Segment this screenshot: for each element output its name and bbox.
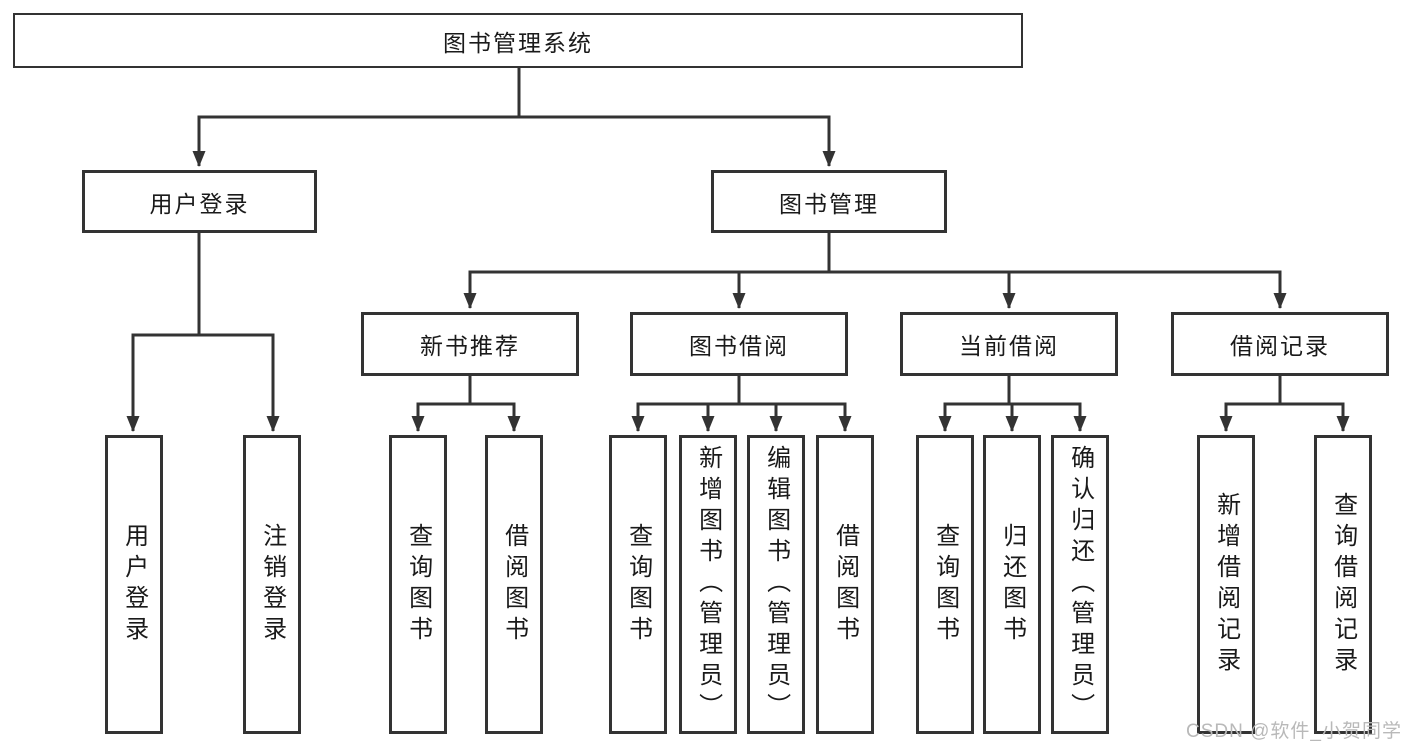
node-leaf-logout: 注销登录	[243, 435, 301, 734]
node-label: 借阅记录	[1230, 333, 1330, 359]
node-leaf-query-borrow-record: 查询借阅记录	[1314, 435, 1372, 734]
node-label: 借阅图书	[500, 522, 528, 647]
node-label: 查询图书	[624, 522, 652, 647]
node-leaf-borrow-books: 借阅图书	[816, 435, 874, 734]
node-book-management: 图书管理	[711, 170, 947, 233]
node-label: 归还图书	[998, 522, 1026, 647]
node-leaf-query-books-current: 查询图书	[916, 435, 974, 734]
connector-current-fork	[943, 376, 1082, 406]
node-label: 图书管理系统	[443, 29, 593, 56]
node-user-login: 用户登录	[82, 170, 317, 233]
node-label: 图书借阅	[689, 333, 789, 359]
node-current-borrow: 当前借阅	[900, 312, 1118, 376]
csdn-watermark: CSDN @软件_小贺同学	[1186, 721, 1402, 742]
node-leaf-borrow-books-recommend: 借阅图书	[485, 435, 543, 734]
node-label: 新增图书（管理员）	[694, 445, 722, 724]
node-book-borrow: 图书借阅	[630, 312, 848, 376]
node-label: 编辑图书（管理员）	[762, 445, 790, 724]
connector-records-fork	[1224, 376, 1345, 406]
node-label: 查询借阅记录	[1329, 491, 1357, 678]
node-label: 用户登录	[149, 190, 250, 217]
node-leaf-user-login: 用户登录	[105, 435, 163, 734]
node-label: 新书推荐	[420, 333, 520, 359]
node-label: 注销登录	[258, 522, 286, 647]
node-leaf-query-books-borrow: 查询图书	[609, 435, 667, 734]
node-borrow-records: 借阅记录	[1171, 312, 1389, 376]
node-label: 当前借阅	[959, 333, 1059, 359]
node-label: 查询图书	[404, 522, 432, 647]
node-leaf-add-books-admin: 新增图书（管理员）	[679, 435, 737, 734]
node-leaf-edit-books-admin: 编辑图书（管理员）	[747, 435, 805, 734]
connector-borrow-fork	[636, 376, 847, 406]
connector-management-fork	[468, 233, 1282, 274]
connector-root-fork	[197, 68, 831, 119]
node-label: 新增借阅记录	[1212, 491, 1240, 678]
node-leaf-query-books-recommend: 查询图书	[389, 435, 447, 734]
node-system-root: 图书管理系统	[13, 13, 1023, 68]
connector-login-fork	[131, 233, 275, 337]
node-label: 确认归还（管理员）	[1066, 445, 1094, 724]
node-leaf-confirm-return-admin: 确认归还（管理员）	[1051, 435, 1109, 734]
node-leaf-add-borrow-record: 新增借阅记录	[1197, 435, 1255, 734]
node-leaf-return-books: 归还图书	[983, 435, 1041, 734]
node-label: 用户登录	[120, 522, 148, 647]
node-new-book-recommend: 新书推荐	[361, 312, 579, 376]
node-label: 图书管理	[779, 190, 879, 217]
node-label: 借阅图书	[831, 522, 859, 647]
node-label: 查询图书	[931, 522, 959, 647]
connector-recommend-fork	[416, 376, 516, 406]
